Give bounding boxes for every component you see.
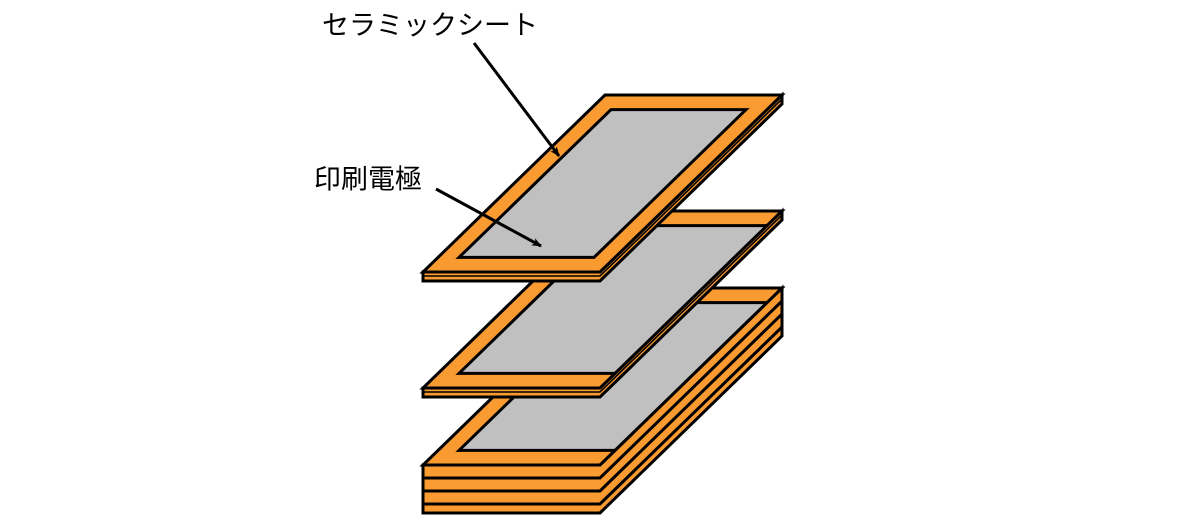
stack-layer-separator [423, 312, 784, 493]
stack-layer-separator [423, 325, 784, 506]
label-printed-electrode: 印刷電極 [314, 165, 422, 196]
leader-arrow-ceramic-sheet [472, 42, 561, 157]
annotation-ceramic-sheet: セラミックシート [322, 11, 561, 157]
sheet-thickness-line [423, 214, 783, 393]
ceramic-sheet-top [419, 91, 786, 283]
printed-electrode-area [455, 108, 750, 259]
annotation-printed-electrode: 印刷電極 [314, 165, 542, 248]
sheet-thickness-line [423, 98, 783, 277]
leader-arrow-printed-electrode [435, 187, 542, 248]
label-ceramic-sheet: セラミックシート [322, 11, 538, 42]
stack-layer-separator [423, 299, 784, 480]
sheet-layers-group [419, 91, 786, 515]
